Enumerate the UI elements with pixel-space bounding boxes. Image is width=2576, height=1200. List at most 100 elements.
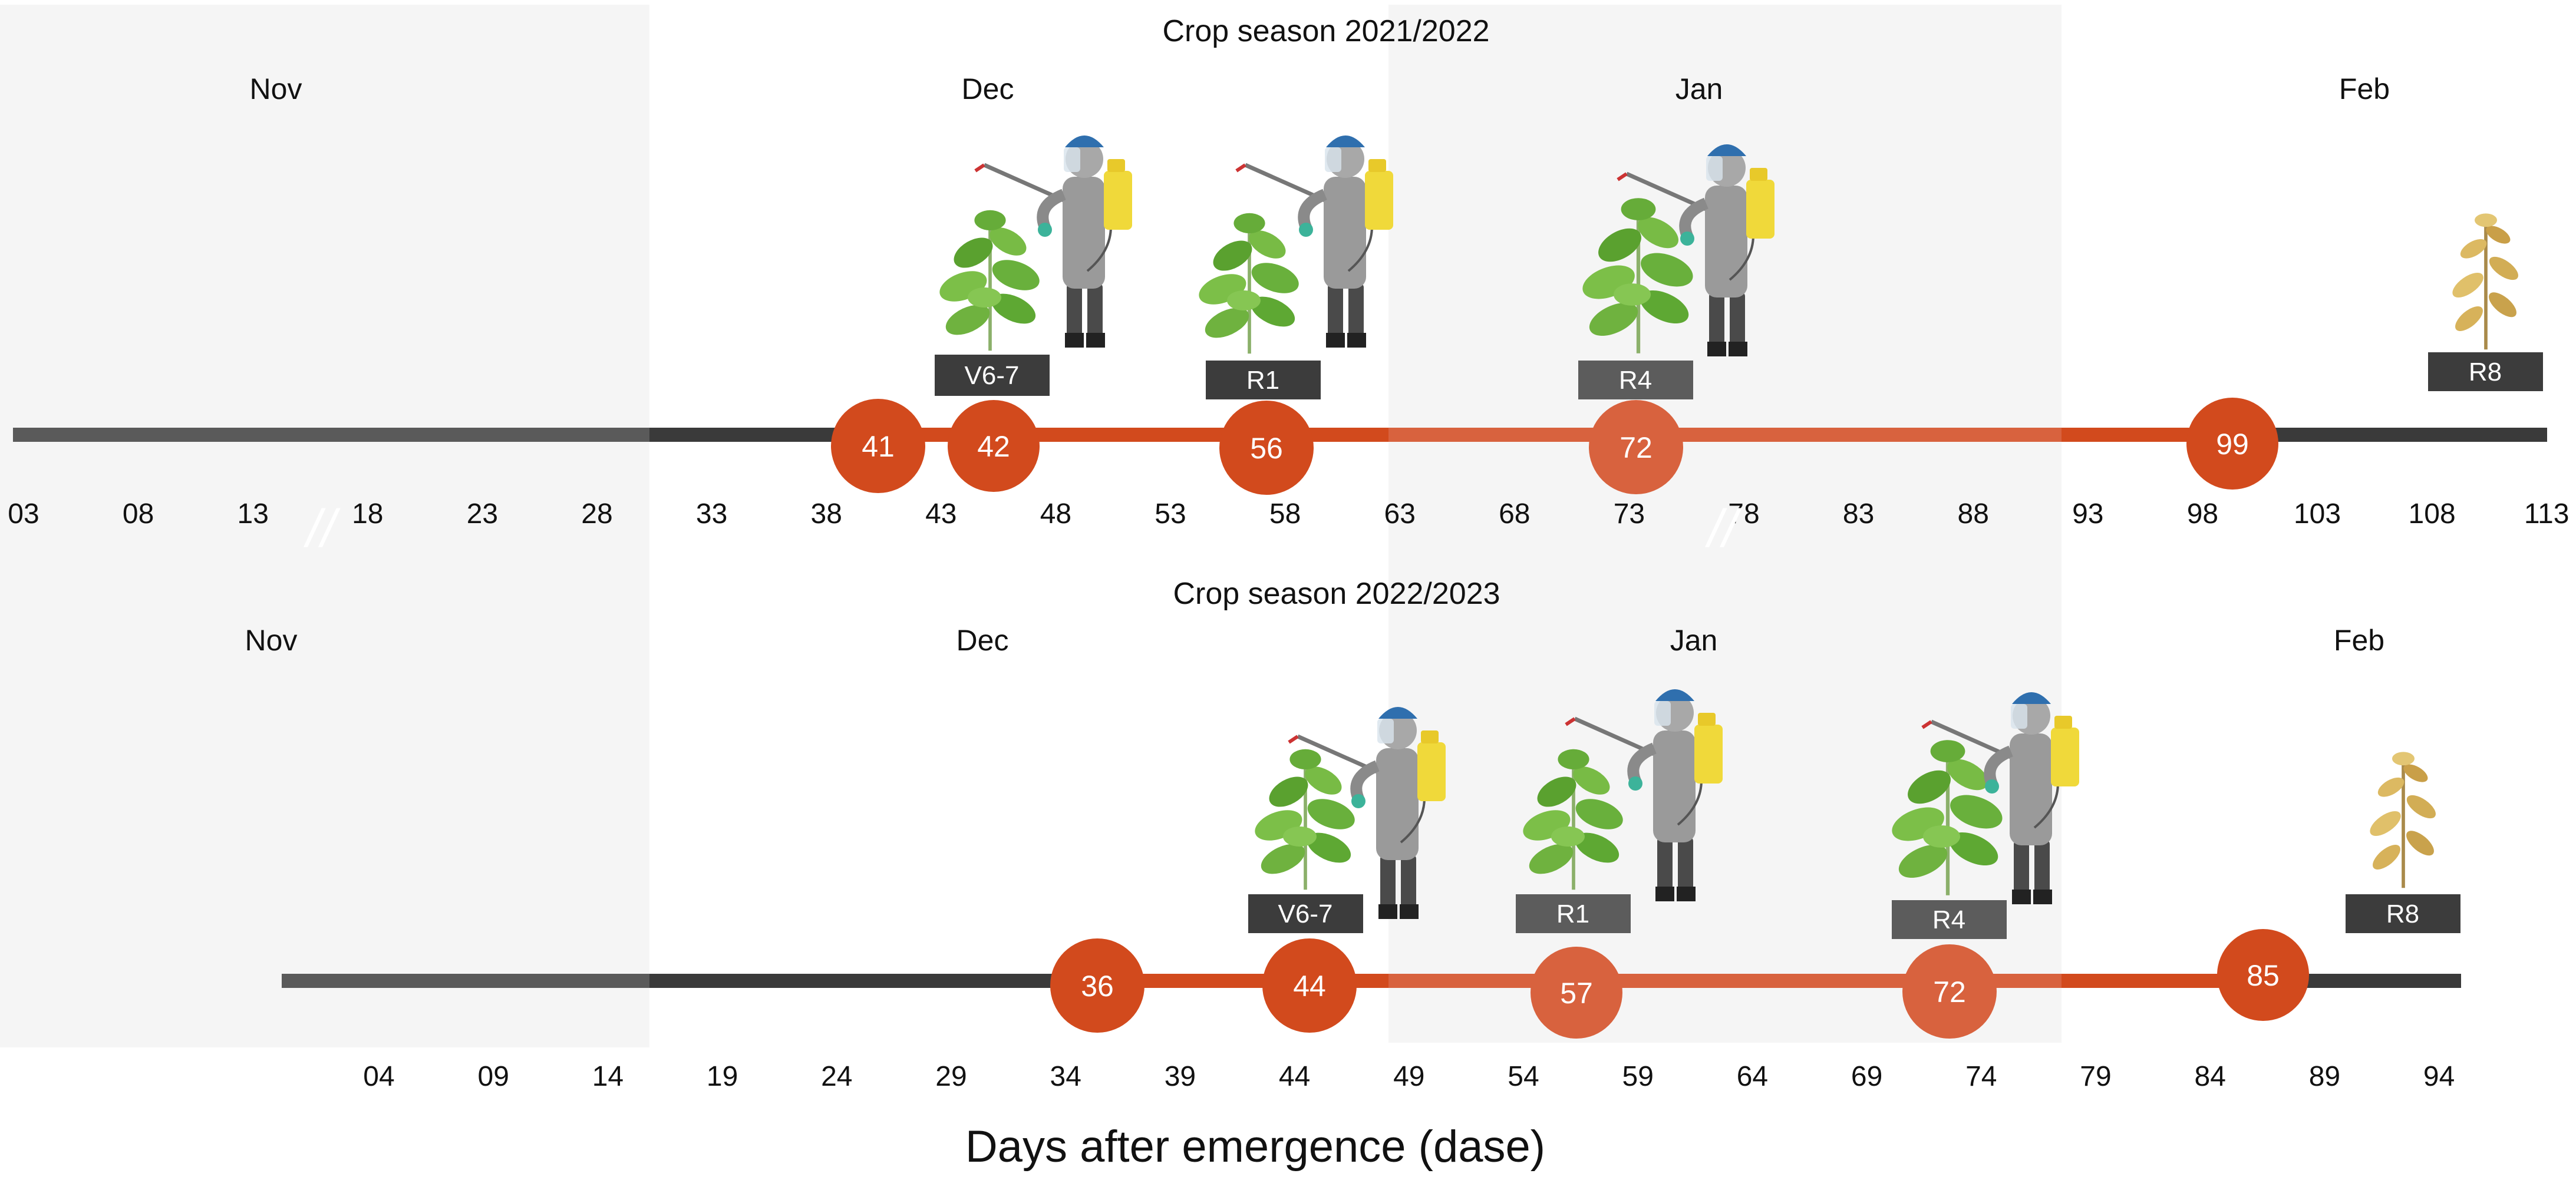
tick-label: 69 (1851, 1061, 1882, 1092)
stage-badge (1578, 361, 1693, 399)
stage-label: R8 (2386, 900, 2419, 928)
tick-label: 59 (1622, 1061, 1654, 1092)
tick-label: 29 (935, 1061, 967, 1092)
tick-label: 98 (2187, 498, 2218, 530)
mature-plant-icon (2449, 213, 2522, 349)
tick-label: 74 (1965, 1061, 1997, 1092)
axis-break: // (1704, 500, 1742, 558)
tick-label: 33 (696, 498, 727, 530)
marker-label: 85 (2247, 959, 2280, 992)
tick-label: 79 (2080, 1061, 2111, 1092)
marker-label: 57 (1560, 977, 1593, 1010)
tick-label: 38 (811, 498, 842, 530)
stage-label: R4 (1932, 905, 1965, 934)
soybean-plant-icon (1251, 749, 1358, 890)
marker-label: 41 (862, 430, 895, 463)
tick-label: 54 (1508, 1061, 1539, 1092)
stage-badge (1516, 894, 1631, 933)
application-marker (2186, 398, 2278, 490)
season-panel-2: Crop season 2022/2023 Nov Dec Jan Feb V6… (245, 577, 2461, 1092)
tick-label: 94 (2423, 1061, 2455, 1092)
application-marker (948, 400, 1040, 492)
stage-label: R1 (1246, 366, 1279, 395)
marker-label: 44 (1293, 970, 1326, 1003)
axis-ticks: 03 08 13 18 23 28 33 38 43 48 53 58 63 68 73 78 83 88 93 98… (8, 498, 2569, 530)
stage-badge (1248, 894, 1363, 933)
tick-label: 63 (1384, 498, 1416, 530)
tick-label: 89 (2309, 1061, 2340, 1092)
stage-badge (935, 355, 1050, 396)
tick-label: 43 (925, 498, 956, 530)
stage-label: V6-7 (1278, 900, 1333, 928)
soybean-plant-icon (1195, 213, 1302, 353)
stage-label: R8 (2469, 358, 2502, 386)
tick-label: 14 (592, 1061, 624, 1092)
mature-plant-icon (2366, 752, 2440, 888)
tick-label: 108 (2409, 498, 2456, 530)
month-label-jan: Jan (1670, 624, 1718, 657)
tick-label: 73 (1614, 498, 1645, 530)
season-panel-1: Crop season 2021/2022 Nov Dec Jan Feb V6… (8, 14, 2569, 558)
application-marker (2217, 929, 2309, 1021)
tick-label: 24 (821, 1061, 852, 1092)
tick-label: 34 (1050, 1061, 1081, 1092)
tick-label: 103 (2294, 498, 2341, 530)
tick-label: 64 (1737, 1061, 1768, 1092)
tick-label: 58 (1269, 498, 1301, 530)
tick-label: 68 (1499, 498, 1530, 530)
tick-label: 83 (1843, 498, 1874, 530)
tick-label: 04 (363, 1061, 394, 1092)
application-marker (1050, 938, 1144, 1033)
marker-label: 99 (2216, 428, 2249, 461)
tick-label: 09 (478, 1061, 509, 1092)
month-label-feb: Feb (2339, 72, 2390, 105)
tick-label: 78 (1728, 498, 1759, 530)
tick-label: 53 (1155, 498, 1186, 530)
x-axis-title: Days after emergence (dase) (965, 1122, 1545, 1172)
stage-label: V6-7 (965, 361, 1020, 390)
month-label-feb: Feb (2334, 624, 2384, 657)
axis-break: // (303, 500, 341, 558)
tick-label: 13 (238, 498, 269, 530)
month-label-dec: Dec (956, 624, 1009, 657)
application-marker (1219, 401, 1314, 495)
tick-label: 19 (707, 1061, 738, 1092)
tick-label: 03 (8, 498, 39, 530)
tick-label: 113 (2524, 498, 2570, 530)
tick-label: 84 (2195, 1061, 2226, 1092)
season-title: Crop season 2022/2023 (1173, 577, 1500, 611)
month-label-dec: Dec (962, 72, 1014, 105)
application-marker (831, 399, 925, 493)
application-marker (1262, 938, 1357, 1033)
tick-label: 48 (1040, 498, 1071, 530)
soybean-plant-icon (935, 210, 1043, 351)
marker-label: 42 (977, 430, 1010, 463)
application-marker (1531, 947, 1622, 1039)
marker-label: 72 (1933, 976, 1966, 1009)
tick-label: 23 (467, 498, 498, 530)
stage-badge (1206, 361, 1321, 399)
tick-label: 39 (1165, 1061, 1196, 1092)
application-marker (1589, 400, 1683, 494)
month-label-nov: Nov (250, 72, 302, 105)
marker-label: 56 (1250, 432, 1283, 465)
month-label-jan: Jan (1675, 72, 1723, 105)
tick-label: 28 (581, 498, 612, 530)
stage-badge (2428, 352, 2543, 391)
tick-label: 93 (2072, 498, 2103, 530)
marker-label: 36 (1081, 970, 1114, 1003)
stage-badge (1892, 900, 2007, 939)
marker-label: 72 (1620, 431, 1653, 464)
band-nov (0, 5, 649, 1047)
tick-label: 18 (352, 498, 383, 530)
stage-label: R4 (1619, 366, 1652, 395)
stage-label: R1 (1556, 900, 1589, 928)
tick-label: 49 (1393, 1061, 1424, 1092)
tick-label: 08 (123, 498, 154, 530)
application-marker (1902, 944, 1997, 1039)
month-label-nov: Nov (245, 624, 298, 657)
season-title: Crop season 2021/2022 (1162, 14, 1489, 48)
stage-badge (2346, 894, 2460, 933)
tick-label: 88 (1958, 498, 1989, 530)
